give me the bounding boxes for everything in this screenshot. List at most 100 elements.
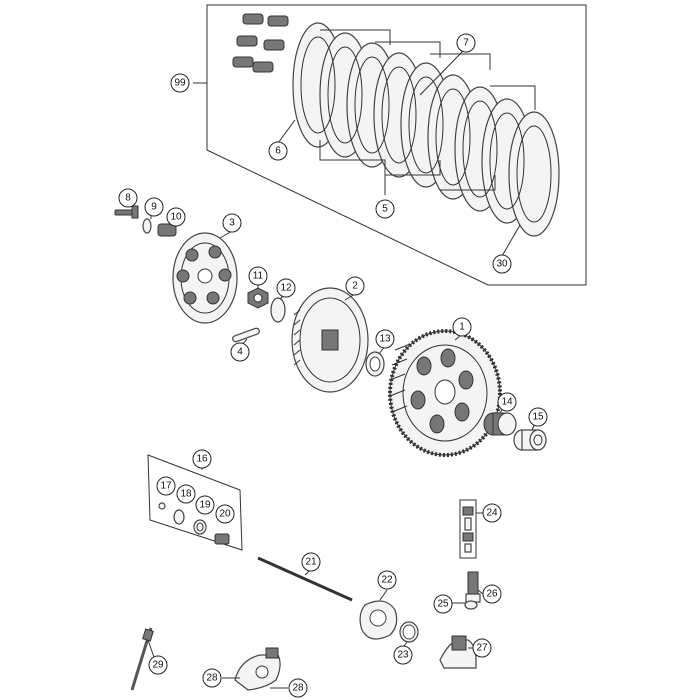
callout-7: 7 (456, 33, 476, 53)
callout-number: 28 (206, 673, 218, 684)
callout-number: 27 (476, 643, 488, 654)
callout-5: 5 (375, 199, 395, 219)
callout-number: 15 (532, 412, 544, 423)
callout-number: 17 (160, 481, 172, 492)
clutch-disc-stack (277, 22, 560, 257)
callout-circle (497, 392, 517, 412)
callout-10: 10 (166, 207, 186, 227)
bleeder-assembly (459, 499, 483, 559)
callout-28b: 28 (288, 678, 308, 698)
callout-24: 24 (482, 503, 502, 523)
callout-number: 26 (486, 589, 498, 600)
callout-circle (248, 266, 268, 286)
callout-99: 99 (170, 73, 190, 93)
callout-circle (222, 213, 242, 233)
slave-cylinder-gasket (359, 589, 419, 647)
callout-number: 24 (486, 508, 498, 519)
callout-number: 19 (199, 500, 211, 511)
callout-2: 2 (345, 276, 365, 296)
callout-circle (268, 141, 288, 161)
slave-cylinder (439, 635, 477, 669)
kit-springs (232, 13, 289, 73)
callout-circle (148, 655, 168, 675)
callout-circle (452, 317, 472, 337)
callout-number: 99 (174, 78, 186, 89)
callout-circle (276, 278, 296, 298)
inner-clutch-hub (291, 287, 369, 393)
callout-30: 30 (492, 254, 512, 274)
callout-number: 22 (381, 575, 393, 586)
callout-17: 17 (156, 476, 176, 496)
callout-circle (202, 668, 222, 688)
callout-circle (433, 594, 453, 614)
callout-number: 13 (379, 334, 391, 345)
callout-21: 21 (301, 552, 321, 572)
callout-3: 3 (222, 213, 242, 233)
callout-circle (195, 495, 215, 515)
callout-4: 4 (230, 342, 250, 362)
callout-circle (456, 33, 476, 53)
callout-26: 26 (482, 584, 502, 604)
basket-bearing-set (483, 407, 547, 451)
callout-circle (393, 645, 413, 665)
callout-number: 21 (305, 557, 317, 568)
hub-nut-set (232, 285, 286, 346)
callout-number: 29 (152, 660, 164, 671)
callout-13: 13 (375, 329, 395, 349)
callout-circle (377, 570, 397, 590)
callout-27: 27 (472, 638, 492, 658)
callout-number: 4 (237, 347, 243, 358)
callout-circle (482, 584, 502, 604)
callout-circle (230, 342, 250, 362)
clutch-slave-cover (222, 647, 288, 691)
callout-28a: 28 (202, 668, 222, 688)
clutch-basket (388, 329, 502, 457)
banjo-fitting (452, 571, 484, 610)
callout-number: 20 (219, 509, 231, 520)
callout-circle (176, 484, 196, 504)
callout-9: 9 (144, 197, 164, 217)
callout-number: 16 (196, 454, 208, 465)
callout-circle (288, 678, 308, 698)
callout-number: 30 (496, 259, 508, 270)
callout-circle (492, 254, 512, 274)
callout-19: 19 (195, 495, 215, 515)
callout-number: 23 (397, 650, 409, 661)
seal-kit (147, 454, 243, 551)
callout-circle (215, 504, 235, 524)
callout-circle (301, 552, 321, 572)
callout-22: 22 (377, 570, 397, 590)
callout-number: 9 (151, 202, 157, 213)
callout-number: 25 (437, 599, 449, 610)
callout-18: 18 (176, 484, 196, 504)
callout-15: 15 (528, 407, 548, 427)
callout-6: 6 (268, 141, 288, 161)
callout-number: 11 (253, 271, 264, 282)
clutch-bolt-set (114, 200, 177, 237)
callout-number: 3 (229, 218, 235, 229)
callout-20: 20 (215, 504, 235, 524)
callout-circle (118, 188, 138, 208)
callout-number: 1 (459, 322, 465, 333)
callout-circle (375, 329, 395, 349)
callout-circle (528, 407, 548, 427)
callout-number: 8 (125, 193, 131, 204)
callout-12: 12 (276, 278, 296, 298)
callout-number: 10 (170, 212, 182, 223)
callout-16: 16 (192, 449, 212, 469)
callout-circle (170, 73, 190, 93)
callout-number: 5 (382, 204, 388, 215)
callout-number: 6 (275, 146, 281, 157)
callout-circle (482, 503, 502, 523)
callout-number: 14 (501, 397, 513, 408)
callout-23: 23 (393, 645, 413, 665)
callout-8: 8 (118, 188, 138, 208)
callout-11: 11 (248, 266, 268, 286)
callout-circle (192, 449, 212, 469)
callout-number: 2 (352, 281, 358, 292)
callout-circle (345, 276, 365, 296)
callout-circle (166, 207, 186, 227)
callout-circle (144, 197, 164, 217)
